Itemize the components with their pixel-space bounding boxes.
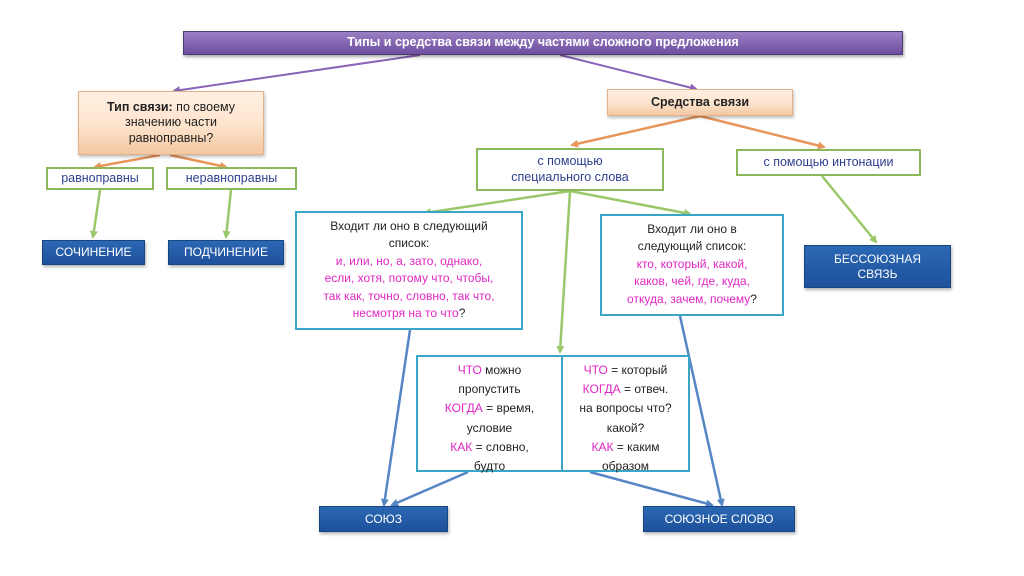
left-question-list-2: если, хотя, потому что, чтобы,: [324, 271, 494, 286]
special-word-box: с помощью специального слова: [476, 148, 664, 191]
neravnopravny-text: неравноправны: [185, 170, 278, 185]
center-left-t2: пропустить: [458, 382, 521, 397]
arrow-tip-to-ravnopravny: [93, 153, 161, 170]
special-word-line-1: с помощью: [537, 153, 603, 168]
intonation-box: с помощью интонации: [736, 149, 921, 176]
sochinenie-box: СОЧИНЕНИЕ: [42, 240, 145, 265]
right-question-line-2: следующий список:: [637, 239, 747, 254]
ravnopravny-box: равноправны: [46, 167, 154, 190]
left-question-line-2: список:: [388, 236, 430, 251]
center-right-t2: = отвеч.: [620, 382, 669, 397]
tip-svyazi-question-1: по своему: [176, 99, 236, 114]
center-left-t5: = словно,: [472, 439, 529, 454]
podchinenie-text: ПОДЧИНЕНИЕ: [184, 245, 268, 259]
bessoyuznaya-line-2: СВЯЗЬ: [857, 266, 898, 281]
center-left-kak: КАК: [450, 439, 473, 454]
sredstva-svyazi-text: Средства связи: [650, 94, 750, 109]
center-right-t3: на вопросы что?: [579, 401, 672, 416]
arrow-neravnopravny-to-podchinenie: [222, 189, 233, 239]
center-left-t1: можно: [481, 363, 522, 377]
center-right-chto: ЧТО: [583, 363, 608, 377]
tip-svyazi-question-3: равноправны?: [128, 130, 214, 145]
center-right-t1: = который: [607, 363, 668, 377]
arrow-sredstva-to-special: [570, 114, 701, 148]
tip-svyazi-label: Тип связи:: [106, 99, 173, 114]
arrow-ravnopravny-to-sochinenie: [89, 189, 102, 239]
left-question-qmark: ?: [458, 305, 466, 320]
left-question-line-1: Входит ли оно в следующий: [330, 219, 488, 233]
tip-svyazi-question-2: значению части: [125, 115, 217, 130]
soyuznoe-slovo-text: СОЮЗНОЕ СЛОВО: [664, 511, 774, 526]
arrow-intonation-to-bessoyuznaya: [821, 175, 878, 244]
left-question-box: Входит ли оно в следующий список: и, или…: [295, 211, 523, 330]
diagram-title: Типы и средства связи между частями слож…: [183, 31, 903, 55]
center-right-t5: = каким: [613, 439, 660, 454]
arrow-title-to-sredstva: [559, 54, 698, 92]
arrow-tip-to-neravnopravny: [169, 153, 228, 170]
arrow-right-question-to-soyuznoe: [678, 315, 725, 507]
diagram-title-text: Типы и средства связи между частями слож…: [347, 35, 739, 50]
center-left-t3: = время,: [482, 401, 535, 416]
right-question-list-3: откуда, зачем, почему: [627, 291, 751, 306]
arrow-title-to-tip: [172, 54, 421, 95]
center-right-t6: образом: [601, 458, 650, 473]
arrow-sredstva-to-intonation: [699, 114, 826, 150]
bessoyuznaya-line-1: БЕССОЮЗНАЯ: [834, 251, 921, 266]
intonation-text: с помощью интонации: [763, 154, 894, 169]
ravnopravny-text: равноправны: [61, 170, 139, 185]
bessoyuznaya-box: БЕССОЮЗНАЯ СВЯЗЬ: [804, 245, 951, 288]
soyuznoe-slovo-box: СОЮЗНОЕ СЛОВО: [643, 506, 795, 532]
sredstva-svyazi-box: Средства связи: [607, 89, 793, 116]
special-word-line-2: специального слова: [511, 169, 629, 184]
center-right-kak: КАК: [591, 439, 614, 454]
right-question-list-1: кто, который, какой,: [636, 256, 748, 271]
arrow-special-to-right-question: [569, 189, 692, 217]
sochinenie-text: СОЧИНЕНИЕ: [55, 245, 132, 259]
soyuz-box: СОЮЗ: [319, 506, 448, 532]
right-question-box: Входит ли оно в следующий список: кто, к…: [600, 214, 784, 316]
left-question-list-1: и, или, но, а, зато, однако,: [335, 253, 483, 268]
center-left-t6: будто: [473, 458, 506, 473]
tip-svyazi-box: Тип связи: по своему значению части равн…: [78, 91, 264, 155]
right-question-qmark: ?: [750, 291, 757, 306]
arrow-left-question-to-soyuz: [380, 329, 412, 507]
center-right-kogda: КОГДА: [582, 382, 621, 397]
center-right-box: ЧТО = который КОГДА = отвеч. на вопросы …: [562, 355, 690, 473]
left-question-list-4: несмотря на то что: [352, 305, 459, 320]
center-left-chto: ЧТО: [457, 363, 482, 377]
right-question-line-1: Входит ли оно в: [647, 222, 737, 236]
arrow-center-right-to-soyuznoe: [589, 470, 714, 508]
arrow-special-to-center: [556, 190, 572, 354]
left-question-list-3: так как, точно, словно, так что,: [323, 288, 495, 303]
soyuz-text: СОЮЗ: [364, 511, 403, 526]
right-question-list-2: каков, чей, где, куда,: [634, 274, 750, 289]
center-left-kogda: КОГДА: [444, 401, 483, 416]
center-left-box: ЧТО можно пропустить КОГДА = время, усло…: [416, 355, 562, 473]
neravnopravny-box: неравноправны: [166, 167, 297, 190]
arrow-special-to-left-question: [423, 189, 571, 217]
arrow-center-left-to-soyuz: [390, 470, 469, 507]
center-left-t4: условие: [466, 420, 513, 435]
podchinenie-box: ПОДЧИНЕНИЕ: [168, 240, 284, 265]
center-right-t4: какой?: [606, 420, 645, 435]
